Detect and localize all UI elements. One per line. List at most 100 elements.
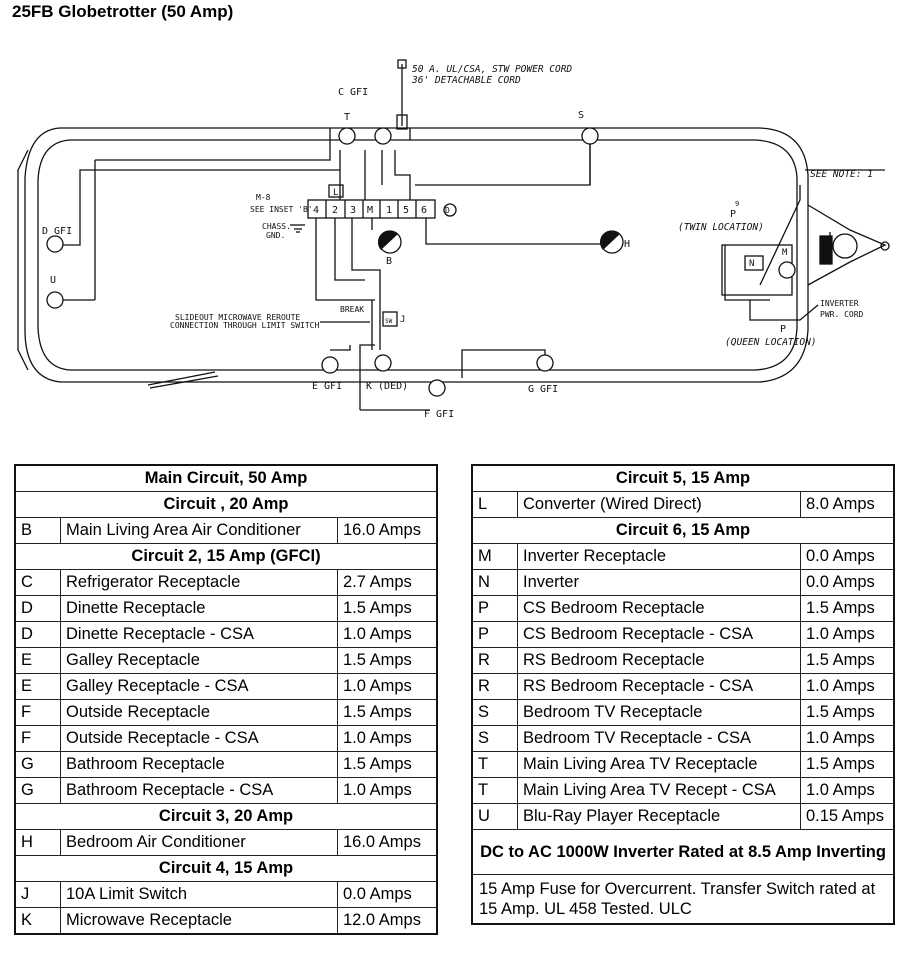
- power-cord-label: 50 A. UL/CSA, STW POWER CORD: [412, 64, 572, 75]
- ground-label: GND.: [266, 231, 285, 240]
- circuit-amps: 1.0 Amps: [800, 725, 895, 752]
- label-b: B: [386, 256, 392, 267]
- circuit-id: T: [471, 751, 518, 778]
- table-section-header: Circuit 3, 20 Amp: [14, 803, 438, 830]
- receptacle-c: [374, 127, 392, 145]
- table-section-header: DC to AC 1000W Inverter Rated at 8.5 Amp…: [471, 829, 895, 875]
- table-section-header: Circuit 6, 15 Amp: [471, 517, 895, 544]
- circuit-description: Main Living Area TV Recept - CSA: [517, 777, 801, 804]
- table-section-header: Circuit , 20 Amp: [14, 491, 438, 518]
- circuit-description: Galley Receptacle - CSA: [60, 673, 338, 700]
- label-k-ded: K (DED): [366, 381, 408, 392]
- breaker-slot: 1: [386, 205, 392, 216]
- section-title: Circuit 4, 15 Amp: [14, 855, 438, 882]
- circuit-amps: 1.5 Amps: [337, 595, 438, 622]
- table-section-header: Circuit 5, 15 Amp: [471, 464, 895, 492]
- circuit-id: M: [471, 543, 518, 570]
- breaker-slot: M: [367, 205, 373, 216]
- trailer-outline: [24, 127, 809, 383]
- circuit-amps: 1.5 Amps: [800, 751, 895, 778]
- label-n: N: [749, 259, 754, 269]
- m8-label: M-8: [256, 193, 271, 202]
- circuit-description: Main Living Area Air Conditioner: [60, 517, 338, 544]
- breaker-slot: 6: [421, 205, 427, 216]
- circuit-amps: 1.5 Amps: [337, 647, 438, 674]
- circuit-description: Bathroom Receptacle: [60, 751, 338, 778]
- circuit-id: F: [14, 699, 61, 726]
- label-p-bottom: P: [780, 324, 786, 335]
- circuit-amps: 1.5 Amps: [337, 699, 438, 726]
- circuit-id: D: [14, 595, 61, 622]
- circuit-id: S: [471, 725, 518, 752]
- section-title: Circuit 5, 15 Amp: [471, 464, 895, 492]
- section-title: Circuit , 20 Amp: [14, 491, 438, 518]
- circuit-id: G: [14, 751, 61, 778]
- circuit-amps: 1.5 Amps: [800, 595, 895, 622]
- circuit-id: R: [471, 673, 518, 700]
- circuit-amps: 0.0 Amps: [337, 881, 438, 908]
- receptacle-e: [321, 356, 339, 374]
- section-title: Circuit 6, 15 Amp: [471, 517, 895, 544]
- circuit-description: CS Bedroom Receptacle - CSA: [517, 621, 801, 648]
- circuit-id: B: [14, 517, 61, 544]
- label-l: L: [333, 188, 338, 198]
- label-d-circle: D: [445, 206, 450, 215]
- trailer-inner-wall: [37, 139, 798, 371]
- breaker-slot: 3: [350, 205, 356, 216]
- circuit-id: F: [14, 725, 61, 752]
- page-title: 25FB Globetrotter (50 Amp): [12, 2, 234, 21]
- wiring-diagram: 50 A. UL/CSA, STW POWER CORD 36' DETACHA…: [17, 59, 890, 420]
- label-g-gfi: G GFI: [528, 384, 558, 395]
- table-section-header: Circuit 2, 15 Amp (GFCI): [14, 543, 438, 570]
- circuit-id: S: [471, 699, 518, 726]
- circuit-description: Refrigerator Receptacle: [60, 569, 338, 596]
- circuit-id: P: [471, 595, 518, 622]
- circuit-description: Outside Receptacle - CSA: [60, 725, 338, 752]
- section-title: Circuit 2, 15 Amp (GFCI): [14, 543, 438, 570]
- circuit-description: Bedroom Air Conditioner: [60, 829, 338, 856]
- label-d-gfi: D GFI: [42, 226, 72, 237]
- circuit-id: L: [471, 491, 518, 518]
- circuit-id: R: [471, 647, 518, 674]
- circuit-amps: 16.0 Amps: [337, 517, 438, 544]
- section-title: Circuit 3, 20 Amp: [14, 803, 438, 830]
- circuit-id: G: [14, 777, 61, 804]
- circuit-id: J: [14, 881, 61, 908]
- circuit-description: Dinette Receptacle: [60, 595, 338, 622]
- circuit-description: Bedroom TV Receptacle - CSA: [517, 725, 801, 752]
- receptacle-m: [778, 261, 796, 279]
- circuit-id: C: [14, 569, 61, 596]
- label-u: U: [50, 275, 56, 286]
- circuit-amps: 12.0 Amps: [337, 907, 438, 935]
- power-cord-length: 36' DETACHABLE CORD: [411, 75, 521, 86]
- circuit-description: Inverter Receptacle: [517, 543, 801, 570]
- slideout-label: SLIDEOUT MICROWAVE REROUTE: [175, 313, 300, 322]
- circuit-amps: 1.5 Amps: [337, 751, 438, 778]
- circuit-id: U: [471, 803, 518, 830]
- break-label: BREAK: [340, 305, 364, 314]
- circuit-id: N: [471, 569, 518, 596]
- receptacle-k: [374, 354, 392, 372]
- circuit-amps: 1.0 Amps: [337, 621, 438, 648]
- circuit-amps: 1.0 Amps: [337, 673, 438, 700]
- circuit-description: 10A Limit Switch: [60, 881, 338, 908]
- circuit-amps: 1.0 Amps: [800, 673, 895, 700]
- circuit-amps: 1.0 Amps: [337, 725, 438, 752]
- circuit-amps: 8.0 Amps: [800, 491, 895, 518]
- circuit-id: P: [471, 621, 518, 648]
